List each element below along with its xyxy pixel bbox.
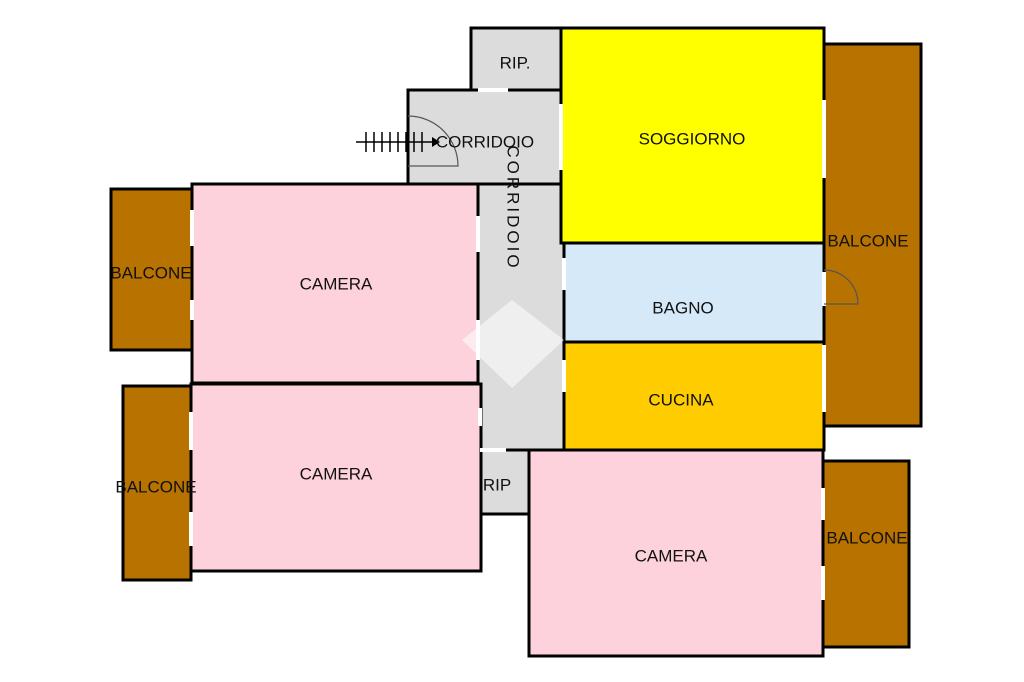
soggiorno-room: [559, 26, 826, 245]
balcone-door-swing: [823, 269, 859, 305]
balcone-right-bottom-room: [821, 459, 911, 649]
rip-bottom-label: RIP: [483, 475, 511, 494]
camera-left-bottom-label: CAMERA: [300, 464, 373, 483]
watermark-logo-icon: [462, 300, 564, 388]
soggiorno-label: SOGGIORNO: [639, 129, 746, 148]
corridoio-top-room: [406, 88, 563, 186]
corridoio-vertical-label: CORRIDOIO: [504, 145, 523, 270]
balcone-left-top-room: [109, 187, 194, 352]
balcone-right-top-label: BALCONE: [827, 231, 908, 250]
bagno-label: BAGNO: [652, 298, 713, 317]
stairs-arrow-icon: [356, 132, 440, 152]
bagno-room: [562, 241, 826, 344]
balcone-left-bottom-room: [121, 384, 193, 582]
corridoio-top-label: CORRIDOIO: [436, 132, 534, 151]
rip-top-label: RIP.: [500, 53, 531, 72]
cucina-room: [562, 340, 826, 452]
camera-left-top-label: CAMERA: [300, 274, 373, 293]
entrance-door-swing: [407, 115, 459, 167]
balcone-left-bottom-label: BALCONE: [115, 477, 196, 496]
camera-right-bottom-label: CAMERA: [635, 546, 708, 565]
balcone-right-bottom-label: BALCONE: [826, 528, 907, 547]
cucina-label: CUCINA: [648, 390, 714, 409]
balcone-right-top-room: [822, 42, 923, 428]
balcone-left-top-label: BALCONE: [110, 263, 191, 282]
camera-right-bottom-room: [527, 448, 825, 658]
wall-openings: [189, 88, 826, 600]
